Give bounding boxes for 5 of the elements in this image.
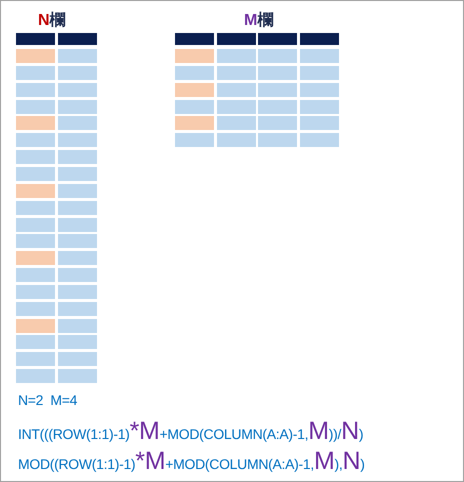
formula-text: INT(((ROW(1:1)-1)*M+MOD(COLUMN(A:A)-1,M))/N) — [18, 424, 364, 442]
parameter-text: N=2 M=4 — [18, 392, 78, 408]
column-heading: N欄 — [38, 10, 66, 31]
formula-text: MOD((ROW(1:1)-1)*M+MOD(COLUMN(A:A)-1,M),N) — [18, 454, 365, 472]
column-heading: M欄 — [244, 10, 274, 31]
